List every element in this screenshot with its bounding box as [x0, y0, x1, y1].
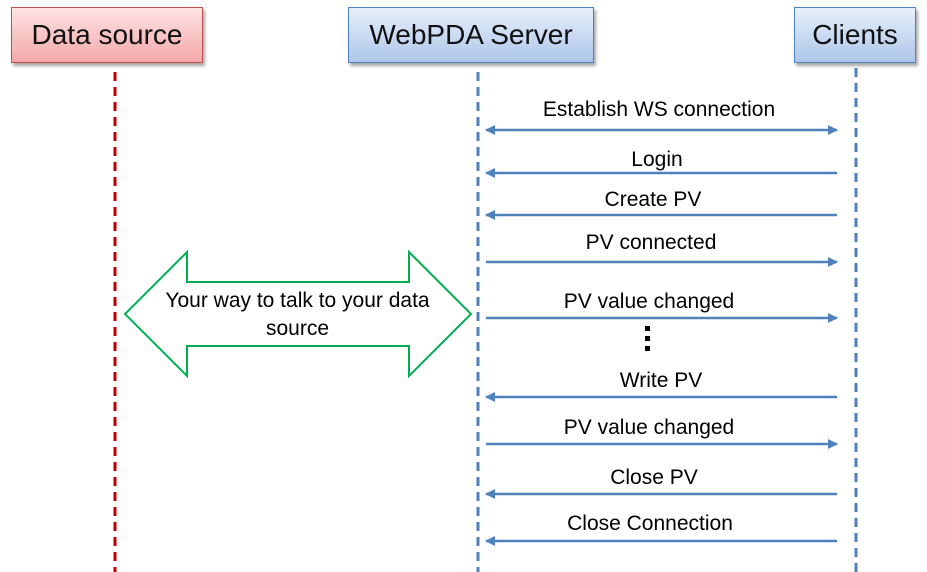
message-arrows	[485, 125, 838, 546]
message-label: Close Connection	[567, 512, 733, 535]
message-label: PV connected	[585, 231, 717, 254]
message-label: Establish WS connection	[542, 98, 776, 121]
talk-double-arrow	[123, 249, 473, 379]
webpda-server-label: WebPDA Server	[369, 19, 573, 50]
message-label: Close PV	[610, 466, 698, 489]
continuation-dots	[640, 326, 654, 356]
clients-label: Clients	[812, 19, 898, 50]
message-label: PV value changed	[563, 290, 735, 313]
message-label: PV value changed	[563, 416, 735, 439]
webpda-server-box: WebPDA Server	[348, 7, 594, 63]
clients-box: Clients	[794, 7, 916, 63]
message-label: Create PV	[604, 188, 702, 211]
message-label: Login	[631, 148, 683, 171]
message-label: Write PV	[619, 369, 703, 392]
talk-arrow-label: Your way to talk to your data source	[165, 289, 430, 340]
data-source-label: Data source	[31, 19, 183, 50]
data-source-box: Data source	[11, 7, 203, 63]
